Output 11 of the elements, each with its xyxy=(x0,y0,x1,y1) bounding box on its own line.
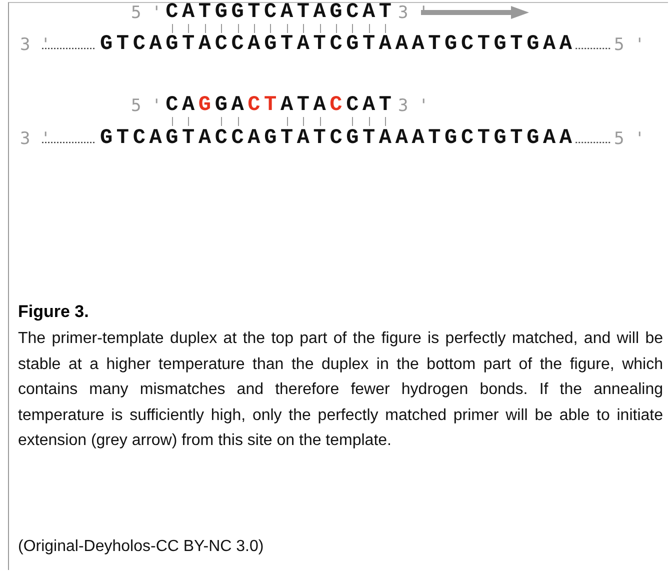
strand-end-label: 5 ' xyxy=(614,34,645,56)
figure-title: Figure 3. xyxy=(18,301,89,323)
strand-end-label: 5 ' xyxy=(614,128,645,150)
caption-text: The primer-template duplex at the top part of the figure is perfectly matched, and will be stable at a higher temperature than the duplex in the bottom part of the figure, which contains many mismatches and therefore fewer hydrogen bonds. If the annealing temperature is sufficiently high, only the perfectly matched primer will be able to initiate extension (grey arrow) from this site on the template. xyxy=(18,329,663,451)
strand-end-label: 5 ' xyxy=(131,2,162,24)
strand-end-label: 3 ' xyxy=(398,95,429,117)
strand-end-label: 5 ' xyxy=(131,95,162,117)
strand-end-label: 3 ' xyxy=(398,2,429,24)
attribution-text: (Original-Deyholos-CC BY-NC 3.0) xyxy=(18,537,264,557)
strand-end-label: 3 ' xyxy=(20,128,51,150)
strand-end-label: 3 ' xyxy=(20,34,51,56)
